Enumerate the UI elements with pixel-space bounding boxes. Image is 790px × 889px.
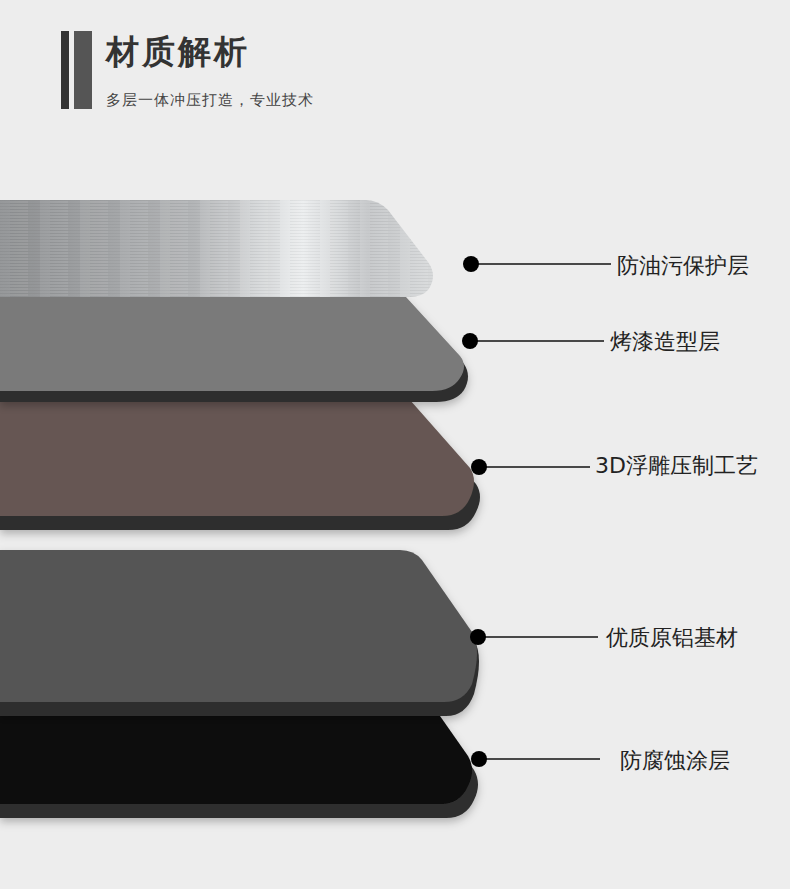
heading-title: 材质解析: [106, 30, 250, 75]
metal-layer: [0, 200, 433, 297]
layer-label: 防腐蚀涂层: [620, 746, 730, 776]
leader-dots: [462, 256, 487, 767]
relief-layer: [0, 400, 480, 530]
heading-subtitle: 多层一体冲压打造，专业技术: [106, 91, 314, 110]
layer-label: 3D浮雕压制工艺: [595, 451, 758, 481]
layer-label: 优质原铝基材: [606, 623, 738, 653]
black-layer: [0, 716, 478, 818]
aluminium-layer: [0, 550, 479, 716]
paint-layer: [0, 297, 468, 402]
layer-label: 烤漆造型层: [610, 327, 720, 357]
heading-bar: [61, 31, 69, 109]
heading-bar: [74, 31, 92, 109]
leader-lines: [470, 264, 611, 759]
layer-label: 防油污保护层: [617, 251, 749, 281]
